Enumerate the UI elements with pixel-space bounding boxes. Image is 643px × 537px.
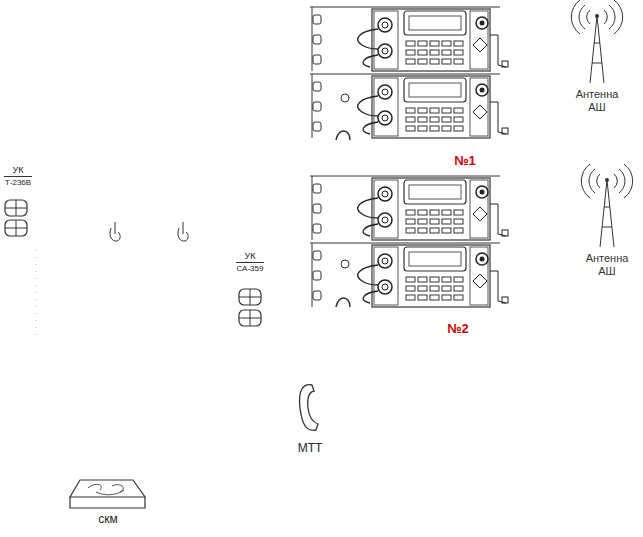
device-type: СА-359 bbox=[237, 264, 264, 273]
device-label: УК bbox=[245, 251, 256, 261]
handset-label: МТТ bbox=[298, 442, 323, 456]
switch-label: скм bbox=[98, 513, 118, 527]
device-label: УК bbox=[13, 165, 24, 175]
antenna-label: Антенна АШ bbox=[583, 252, 631, 277]
antenna-label: Антенна АШ bbox=[573, 88, 621, 113]
unit-number: №1 bbox=[454, 154, 476, 169]
device-type: Т-236В bbox=[5, 178, 31, 187]
unit-number: №2 bbox=[447, 322, 469, 337]
